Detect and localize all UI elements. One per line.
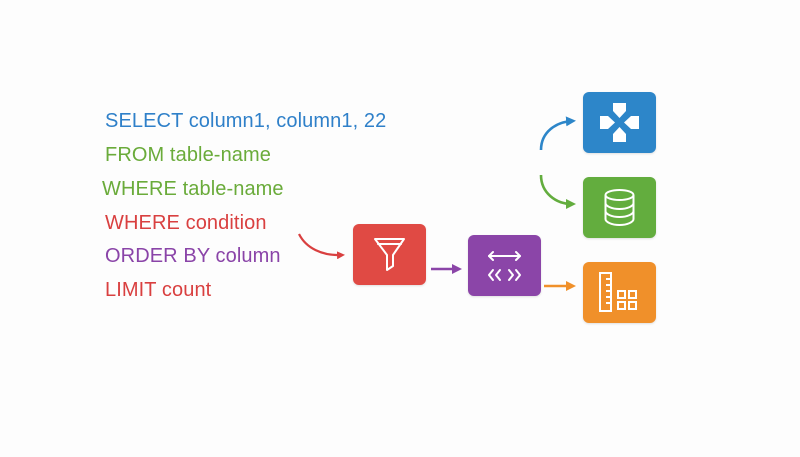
sql-line-limit: LIMIT count <box>105 279 212 301</box>
arrows-expand-icon <box>488 251 521 281</box>
dpad-icon <box>600 103 639 142</box>
funnel-icon <box>374 238 405 271</box>
chart-node[interactable] <box>583 262 656 323</box>
to-gamepad-arrow <box>539 116 576 151</box>
sql-line-where-table: WHERE table-name <box>102 178 284 200</box>
dpad-node[interactable] <box>583 92 656 153</box>
sql-line-from: FROM table-name <box>105 144 271 166</box>
sql-line-select: SELECT column1, column1, 22 <box>105 110 387 132</box>
ruler-grid-icon <box>599 272 637 312</box>
sql-line-order-by: ORDER BY column <box>105 245 281 267</box>
sql-to-filter-arrow <box>298 233 345 260</box>
transform-node[interactable] <box>468 235 541 296</box>
filter-node[interactable] <box>353 224 426 285</box>
database-node[interactable] <box>583 177 656 238</box>
database-icon <box>604 189 635 227</box>
sql-line-where-condition: WHERE condition <box>105 212 267 234</box>
to-database-arrow <box>539 174 576 209</box>
